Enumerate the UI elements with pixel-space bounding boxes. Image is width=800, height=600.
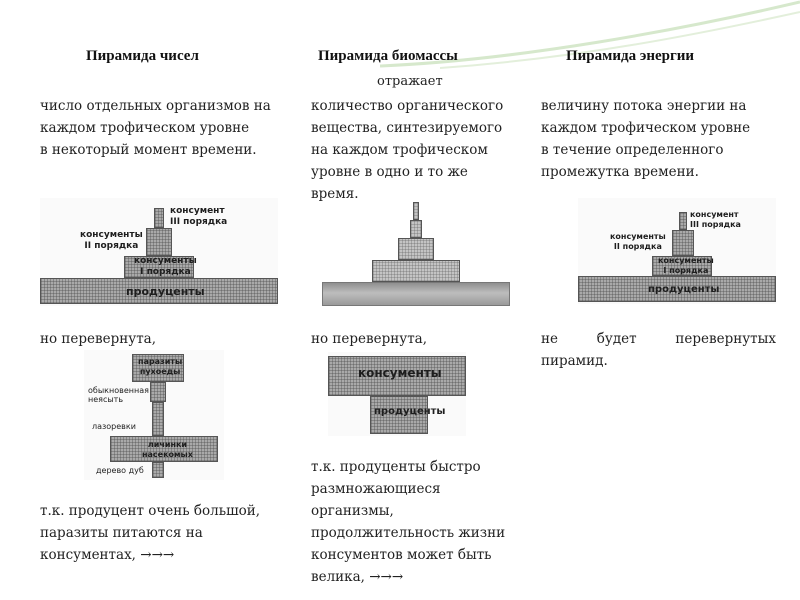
header-biomass-pyramid: Пирамида биомассы	[318, 48, 458, 65]
inv-level-oak	[152, 462, 164, 478]
col3-description: величину потока энергии на каждом трофич…	[541, 95, 781, 183]
subheader-reflects: отражает	[377, 74, 443, 89]
label-line: консумент	[170, 206, 227, 217]
pyramid-level-2	[372, 260, 460, 282]
text-line: велика, →→→	[311, 566, 541, 588]
text-line: количество органического	[311, 95, 531, 117]
pyramid-level-4	[410, 220, 422, 238]
label-line: II порядка	[80, 241, 143, 252]
label-line: I порядка	[134, 267, 197, 278]
label-consumers: консументы	[358, 368, 442, 379]
note-word: не	[541, 328, 558, 350]
col2-but-inverted: но перевернута,	[311, 328, 427, 350]
col1-reason: т.к. продуцент очень большой, паразиты п…	[40, 500, 290, 566]
label-line: III порядка	[170, 217, 227, 228]
header-numbers-pyramid: Пирамида чисел	[86, 48, 199, 65]
text-line: консументах, →→→	[40, 544, 290, 566]
pyramid-level-5	[413, 202, 419, 220]
col2-reason: т.к. продуценты быстро размножающиеся ор…	[311, 456, 541, 588]
label-line: пухоеды	[138, 367, 182, 377]
label-producers: продуценты	[374, 406, 445, 417]
text-line: на каждом трофическом	[311, 139, 531, 161]
text-line: величину потока энергии на	[541, 95, 781, 117]
text-line: число отдельных организмов на	[40, 95, 300, 117]
pyramid-level-base	[322, 282, 510, 306]
text-line: вещества, синтезируемого	[311, 117, 531, 139]
biomass-pyramid-figure	[322, 198, 510, 308]
label-line: неясыть	[88, 395, 149, 404]
text-line: организмы,	[311, 500, 541, 522]
pyramid-level-consumers-2	[146, 228, 172, 256]
text-line: уровне в одно и то же	[311, 161, 531, 183]
col3-note: не будет перевернутых пирамид.	[541, 328, 776, 372]
label-line: I порядка	[658, 266, 714, 276]
header-energy-pyramid: Пирамида энергии	[566, 48, 694, 65]
inv-level-owl	[150, 382, 166, 402]
label-line: консументы	[610, 232, 666, 242]
label-line: насекомых	[142, 450, 193, 460]
label-consumers-2: консументы II порядка	[610, 232, 666, 252]
label-line: обыкновенная	[88, 386, 149, 395]
label-larvae: личинки насекомых	[142, 440, 193, 460]
label-parasites: паразиты пухоеды	[138, 357, 182, 377]
label-line: консументы	[658, 256, 714, 266]
note-word: будет	[597, 328, 637, 350]
label-producers: продуценты	[648, 284, 719, 295]
label-line: личинки	[142, 440, 193, 450]
label-line: II порядка	[610, 242, 666, 252]
label-oak: дерево дуб	[96, 466, 144, 475]
inv-level-tits	[152, 402, 164, 436]
text-line: в некоторый момент времени.	[40, 139, 300, 161]
note-word: перевернутых	[675, 328, 776, 350]
label-consumer-3: консумент III порядка	[690, 210, 741, 230]
text-line: т.к. продуцент очень большой,	[40, 500, 290, 522]
text-line: продолжительность жизни	[311, 522, 541, 544]
pyramid-level-3	[398, 238, 434, 260]
label-owl: обыкновенная неясыть	[88, 386, 149, 404]
text-line: каждом трофическом уровне	[40, 117, 300, 139]
label-line: консумент	[690, 210, 741, 220]
col1-but-inverted: но перевернута,	[40, 328, 156, 350]
label-line: паразиты	[138, 357, 182, 367]
text-line: промежутка времени.	[541, 161, 781, 183]
label-line: консументы	[134, 256, 197, 267]
text-line: каждом трофическом уровне	[541, 117, 781, 139]
text-line: т.к. продуценты быстро	[311, 456, 541, 478]
text-line: в течение определенного	[541, 139, 781, 161]
col1-description: число отдельных организмов на каждом тро…	[40, 95, 300, 161]
note-line: не будет перевернутых	[541, 328, 776, 350]
inverted-numbers-pyramid-figure: паразиты пухоеды обыкновенная неясыть ла…	[84, 350, 224, 480]
label-producers: продуценты	[126, 286, 205, 297]
label-tits: лазоревки	[92, 422, 136, 431]
col2-description: количество органического вещества, синте…	[311, 95, 531, 205]
pyramid-level-consumer-3	[679, 212, 687, 230]
text-line: консументов может быть	[311, 544, 541, 566]
label-consumers-1: консументы I порядка	[134, 256, 197, 278]
numbers-pyramid-figure: консумент III порядка консументы II поря…	[40, 198, 278, 306]
pyramid-level-consumers-2	[672, 230, 694, 256]
label-consumers-1: консументы I порядка	[658, 256, 714, 276]
inverted-biomass-pyramid-figure: консументы продуценты	[328, 352, 466, 436]
label-consumers-2: консументы II порядка	[80, 230, 143, 252]
text-line: паразиты питаются на	[40, 522, 290, 544]
label-line: III порядка	[690, 220, 741, 230]
note-line: пирамид.	[541, 350, 776, 372]
label-line: консументы	[80, 230, 143, 241]
energy-pyramid-figure: консумент III порядка консументы II поря…	[578, 198, 776, 304]
label-consumer-3: консумент III порядка	[170, 206, 227, 228]
text-line: размножающиеся	[311, 478, 541, 500]
pyramid-level-consumer-3	[154, 208, 164, 228]
